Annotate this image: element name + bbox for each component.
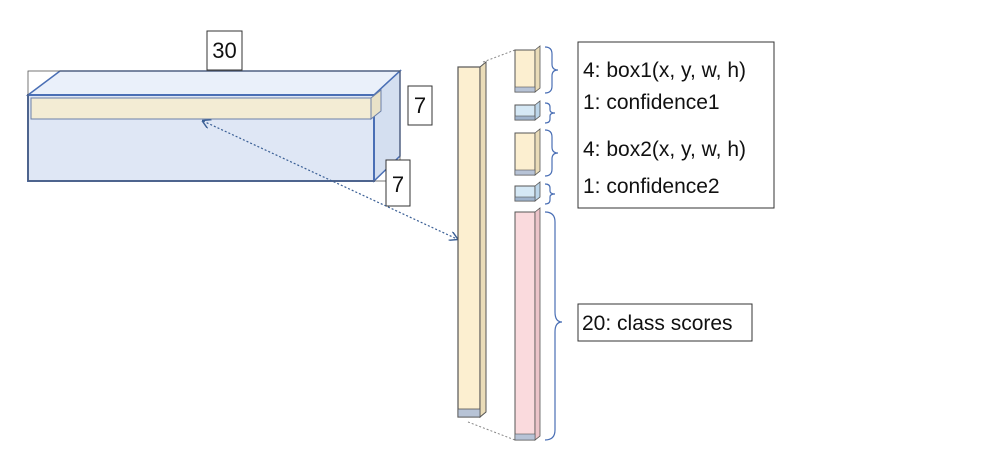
- dimension-label-height: 7: [407, 85, 433, 126]
- vector-bottom-cap: [457, 408, 481, 418]
- svg-text:7: 7: [414, 93, 426, 118]
- svg-text:7: 7: [392, 172, 404, 197]
- breakdown-label-box: 4: box1(x, y, w, h) 1: confidence1 4: bo…: [577, 41, 775, 209]
- class-scores-label-box: 20: class scores: [577, 303, 753, 342]
- expand-line-top: [482, 49, 516, 63]
- slice-to-vector-arrow: [203, 121, 457, 239]
- tensor-slice-end: [370, 88, 382, 121]
- tensor-slice: [30, 97, 372, 120]
- brace-box1: [544, 46, 559, 94]
- segment-confidence1: [514, 100, 541, 121]
- segment-class-scores: [514, 207, 541, 441]
- dimension-label-width: 30: [206, 30, 243, 71]
- brace-class-scores: [544, 211, 563, 441]
- label-class-scores: 20: class scores: [582, 312, 733, 335]
- brace-confidence1: [544, 102, 556, 124]
- brace-box2: [544, 129, 559, 177]
- label-confidence2: 1: confidence2: [583, 175, 720, 198]
- dimension-label-depth: 7: [385, 159, 411, 207]
- brace-confidence2: [544, 183, 556, 205]
- prediction-vector: [457, 60, 487, 419]
- label-box2: 4: box2(x, y, w, h): [583, 138, 746, 161]
- segment-confidence2: [514, 181, 541, 202]
- segment-box2: [514, 128, 541, 176]
- label-box1: 4: box1(x, y, w, h): [583, 59, 746, 82]
- segment-box1: [514, 45, 541, 93]
- svg-text:30: 30: [212, 38, 236, 63]
- expand-line-bottom: [467, 421, 516, 441]
- label-confidence1: 1: confidence1: [583, 91, 720, 114]
- vector-side: [479, 60, 487, 419]
- tensor-top-face: [25, 70, 402, 96]
- vector-front: [457, 66, 481, 418]
